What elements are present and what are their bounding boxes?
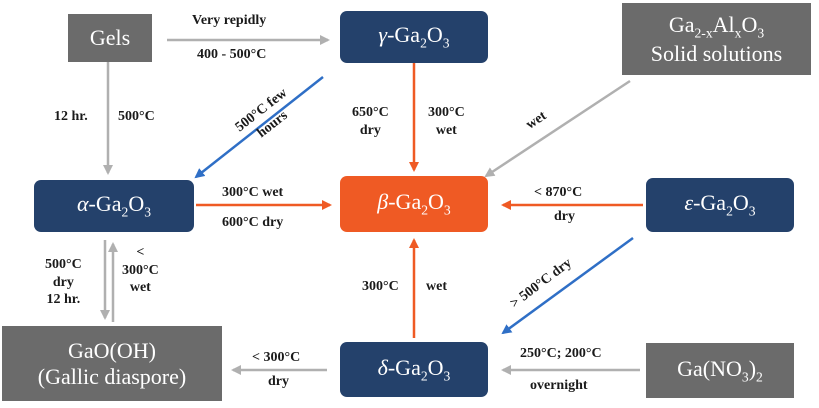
- node-solid-solutions: Ga2-xAlxO3 Solid solutions: [622, 3, 811, 75]
- label-delta-gaooh-top: < 300°C: [252, 350, 301, 365]
- label-delta-gaooh-bottom: dry: [268, 374, 289, 389]
- node-delta-ga2o3: δ-Ga2O3: [340, 342, 488, 397]
- arrow-solid-beta: [484, 79, 631, 178]
- label-gels-gamma-top: Very repidly: [192, 13, 267, 28]
- label-alpha-beta-bottom: 600°C dry: [222, 215, 284, 230]
- label-nitrate-delta-bottom: overnight: [530, 378, 588, 393]
- arrow-epsilon-delta: [501, 236, 634, 335]
- node-beta-ga2o3: β-Ga2O3: [340, 176, 488, 232]
- node-epsilon-ga2o3: ε-Ga2O3: [646, 178, 794, 232]
- node-beta-label: β-Ga2O3: [377, 189, 451, 218]
- node-gels-label: Gels: [89, 25, 131, 51]
- node-nitrate-label: Ga(NO3)2: [677, 355, 763, 385]
- node-gels: Gels: [68, 14, 152, 62]
- node-gaooh-line1: GaO(OH): [68, 338, 156, 364]
- node-gallium-nitrate: Ga(NO3)2: [646, 343, 794, 398]
- label-gels-gamma-bottom: 400 - 500°C: [197, 47, 267, 62]
- label-gels-alpha-left: 12 hr.: [54, 109, 88, 124]
- node-epsilon-label: ε-Ga2O3: [684, 190, 756, 219]
- node-gamma-ga2o3: γ-Ga2O3: [340, 11, 488, 63]
- node-gaooh: GaO(OH) (Gallic diaspore): [2, 326, 222, 401]
- label-nitrate-delta-top: 250°C; 200°C: [520, 346, 602, 361]
- label-alpha-beta-top: 300°C wet: [222, 185, 284, 200]
- node-solid-line2: Solid solutions: [650, 40, 783, 66]
- arrow-gamma-alpha: [194, 76, 324, 179]
- node-gaooh-line2: (Gallic diaspore): [37, 363, 187, 389]
- node-alpha-ga2o3: α-Ga2O3: [34, 180, 194, 232]
- label-delta-beta-left: 300°C: [362, 279, 399, 294]
- label-eps-beta-bottom: dry: [554, 209, 575, 224]
- label-eps-beta-top: < 870°C: [534, 185, 583, 200]
- node-alpha-label: α-Ga2O3: [76, 191, 152, 220]
- label-gels-alpha-right: 500°C: [118, 109, 155, 124]
- node-solid-line1: Ga2-xAlxO3: [668, 11, 765, 41]
- label-delta-beta-right: wet: [426, 279, 447, 294]
- node-delta-label: δ-Ga2O3: [377, 354, 451, 384]
- node-gamma-label: γ-Ga2O3: [378, 22, 450, 51]
